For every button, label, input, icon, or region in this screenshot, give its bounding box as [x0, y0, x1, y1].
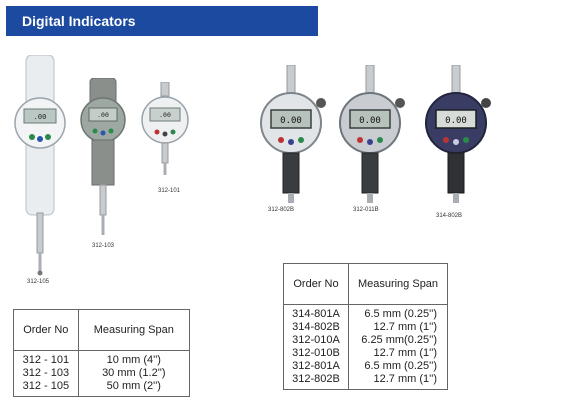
order-no: 312 - 103 [22, 367, 70, 379]
indicator-312-103-label: 312-103 [92, 243, 115, 249]
column-header-order-no: Order No [283, 263, 349, 305]
column-header-order-no: Order No [13, 309, 79, 351]
order-no-cell: 312 - 101 312 - 103 312 - 105 [13, 350, 79, 397]
measuring-span: 6.5 mm (0.25'') [364, 308, 437, 320]
measuring-span: 12.7 mm (1'') [373, 373, 438, 385]
table-header-row: Order No Measuring Span [283, 263, 448, 305]
order-no: 312 - 101 [22, 354, 70, 366]
measuring-span-cell: 10 mm (4'') 30 mm (1.2'') 50 mm (2'') [77, 350, 191, 397]
indicator-312-802b-image: 0.00 [260, 65, 326, 203]
indicator-314-802b-image: 0.00 [425, 65, 491, 203]
measuring-span-cell: 6.5 mm (0.25'') 12.7 mm (1'') 6.25 mm(0.… [348, 304, 448, 390]
indicator-312-103-image: .00 [80, 78, 126, 235]
indicator-312-101-label: 312-101 [158, 188, 181, 194]
order-no: 314-801A [292, 308, 340, 320]
measuring-span: 30 mm (1.2'') [102, 367, 166, 379]
measuring-span: 50 mm (2'') [106, 380, 161, 392]
order-no: 312-802B [292, 373, 340, 385]
order-no-cell: 314-801A 314-802B 312-010A 312-010B 312-… [283, 304, 349, 390]
indicator-312-802b-label: 312-802B [268, 207, 295, 213]
order-no: 312-010B [292, 347, 340, 359]
spec-table-right: Order No Measuring Span 314-801A 314-802… [283, 263, 448, 390]
table-row: 314-801A 314-802B 312-010A 312-010B 312-… [283, 304, 448, 390]
indicator-display-text: .00 [97, 111, 109, 119]
column-header-measuring-span: Measuring Span [348, 263, 448, 305]
indicator-314-802b-label: 314-802B [436, 213, 463, 219]
indicator-display-text: 0.00 [359, 116, 381, 126]
indicator-312-011b-image: 0.00 [339, 65, 405, 203]
measuring-span: 6.5 mm (0.25'') [364, 360, 437, 372]
order-no: 312 - 105 [22, 380, 70, 392]
order-no: 314-802B [292, 321, 340, 333]
indicator-display-text: 0.00 [280, 116, 302, 126]
order-no: 312-801A [292, 360, 340, 372]
indicator-display-text: .00 [34, 113, 47, 121]
page-title: Digital Indicators [6, 6, 318, 36]
indicator-312-105-image: .00 [14, 55, 66, 276]
indicator-display-text: 0.00 [445, 116, 467, 126]
indicator-312-101-image: .00 [141, 82, 189, 175]
table-row: 312 - 101 312 - 103 312 - 105 10 mm (4''… [13, 350, 191, 397]
measuring-span: 12.7 mm (1'') [373, 321, 438, 333]
spec-table-left: Order No Measuring Span 312 - 101 312 - … [13, 309, 191, 397]
order-no: 312-010A [292, 334, 340, 346]
table-header-row: Order No Measuring Span [13, 309, 191, 351]
column-header-measuring-span: Measuring Span [77, 309, 191, 351]
measuring-span: 10 mm (4'') [106, 354, 161, 366]
measuring-span: 6.25 mm(0.25'') [361, 334, 437, 346]
indicator-312-105-label: 312-105 [27, 279, 50, 285]
measuring-span: 12.7 mm (1'') [373, 347, 438, 359]
indicator-display-text: .00 [159, 111, 171, 119]
indicator-312-011b-label: 312-011B [353, 207, 379, 213]
